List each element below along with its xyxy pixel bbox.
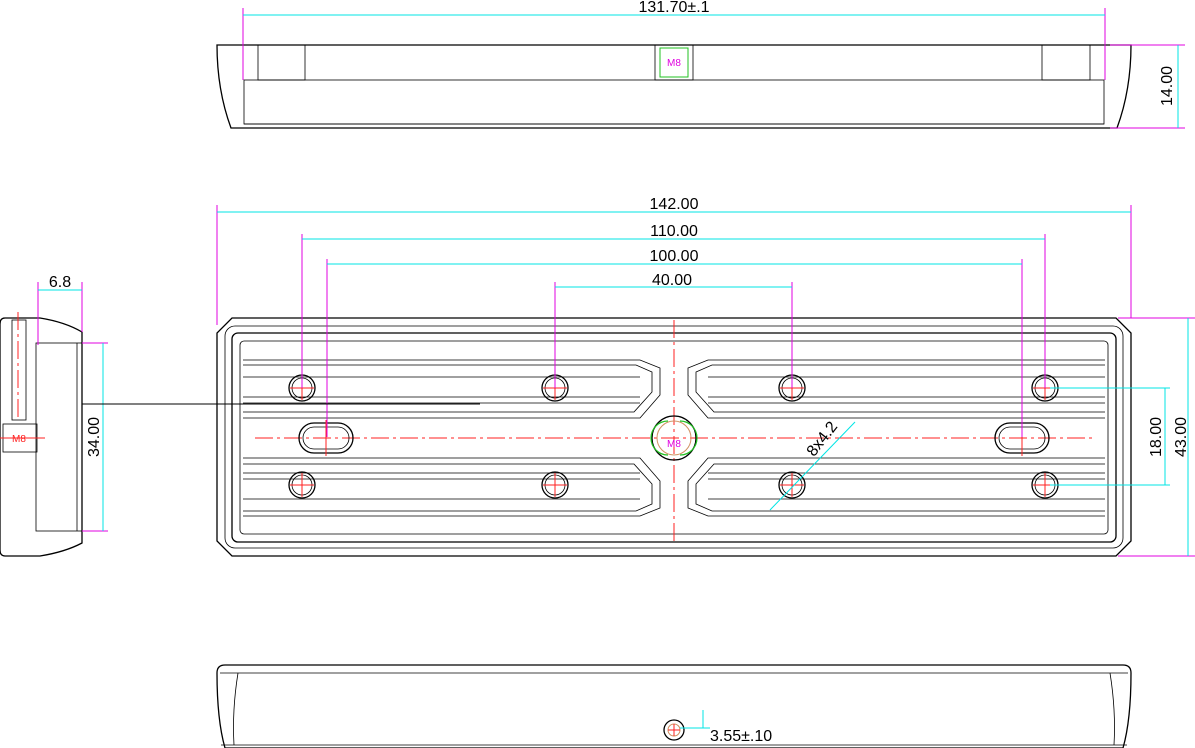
overall-length-dimension: 142.00 bbox=[650, 196, 699, 213]
slot-left bbox=[298, 420, 354, 456]
side-thread-label: M8 bbox=[12, 434, 26, 445]
plan-view: M8 142.00 110.00 100.00 40.00 43.00 18.0… bbox=[216, 196, 1195, 557]
inner-width-dimension: 34.00 bbox=[86, 417, 103, 457]
hole-row-spacing-dimension: 18.00 bbox=[1148, 417, 1165, 457]
outer-hole-spacing-dimension: 110.00 bbox=[650, 223, 698, 240]
wall-dimension: 6.8 bbox=[49, 274, 71, 291]
top-thread-label: M8 bbox=[667, 58, 681, 69]
length-dimension: 131.70±.1 bbox=[638, 0, 709, 16]
hole-offset-dimension: 3.55±.10 bbox=[710, 728, 772, 745]
hole bbox=[778, 471, 806, 499]
side-section-view: M8 6.8 34.00 bbox=[0, 274, 480, 557]
hole bbox=[288, 471, 316, 499]
overall-width-dimension: 43.00 bbox=[1173, 417, 1190, 457]
bottom-view: 3.55±.10 bbox=[216, 664, 1132, 748]
height-dimension: 14.00 bbox=[1159, 66, 1176, 106]
top-section-view: M8 131.70±.1 14.00 bbox=[216, 0, 1185, 129]
center-thread-label: M8 bbox=[667, 439, 681, 450]
inner-hole-spacing-dimension: 40.00 bbox=[652, 272, 692, 289]
hole bbox=[541, 471, 569, 499]
hole-callout: 8x4.2 bbox=[804, 418, 842, 459]
slot-spacing-dimension: 100.00 bbox=[650, 248, 699, 265]
center-thread: M8 bbox=[650, 415, 698, 461]
